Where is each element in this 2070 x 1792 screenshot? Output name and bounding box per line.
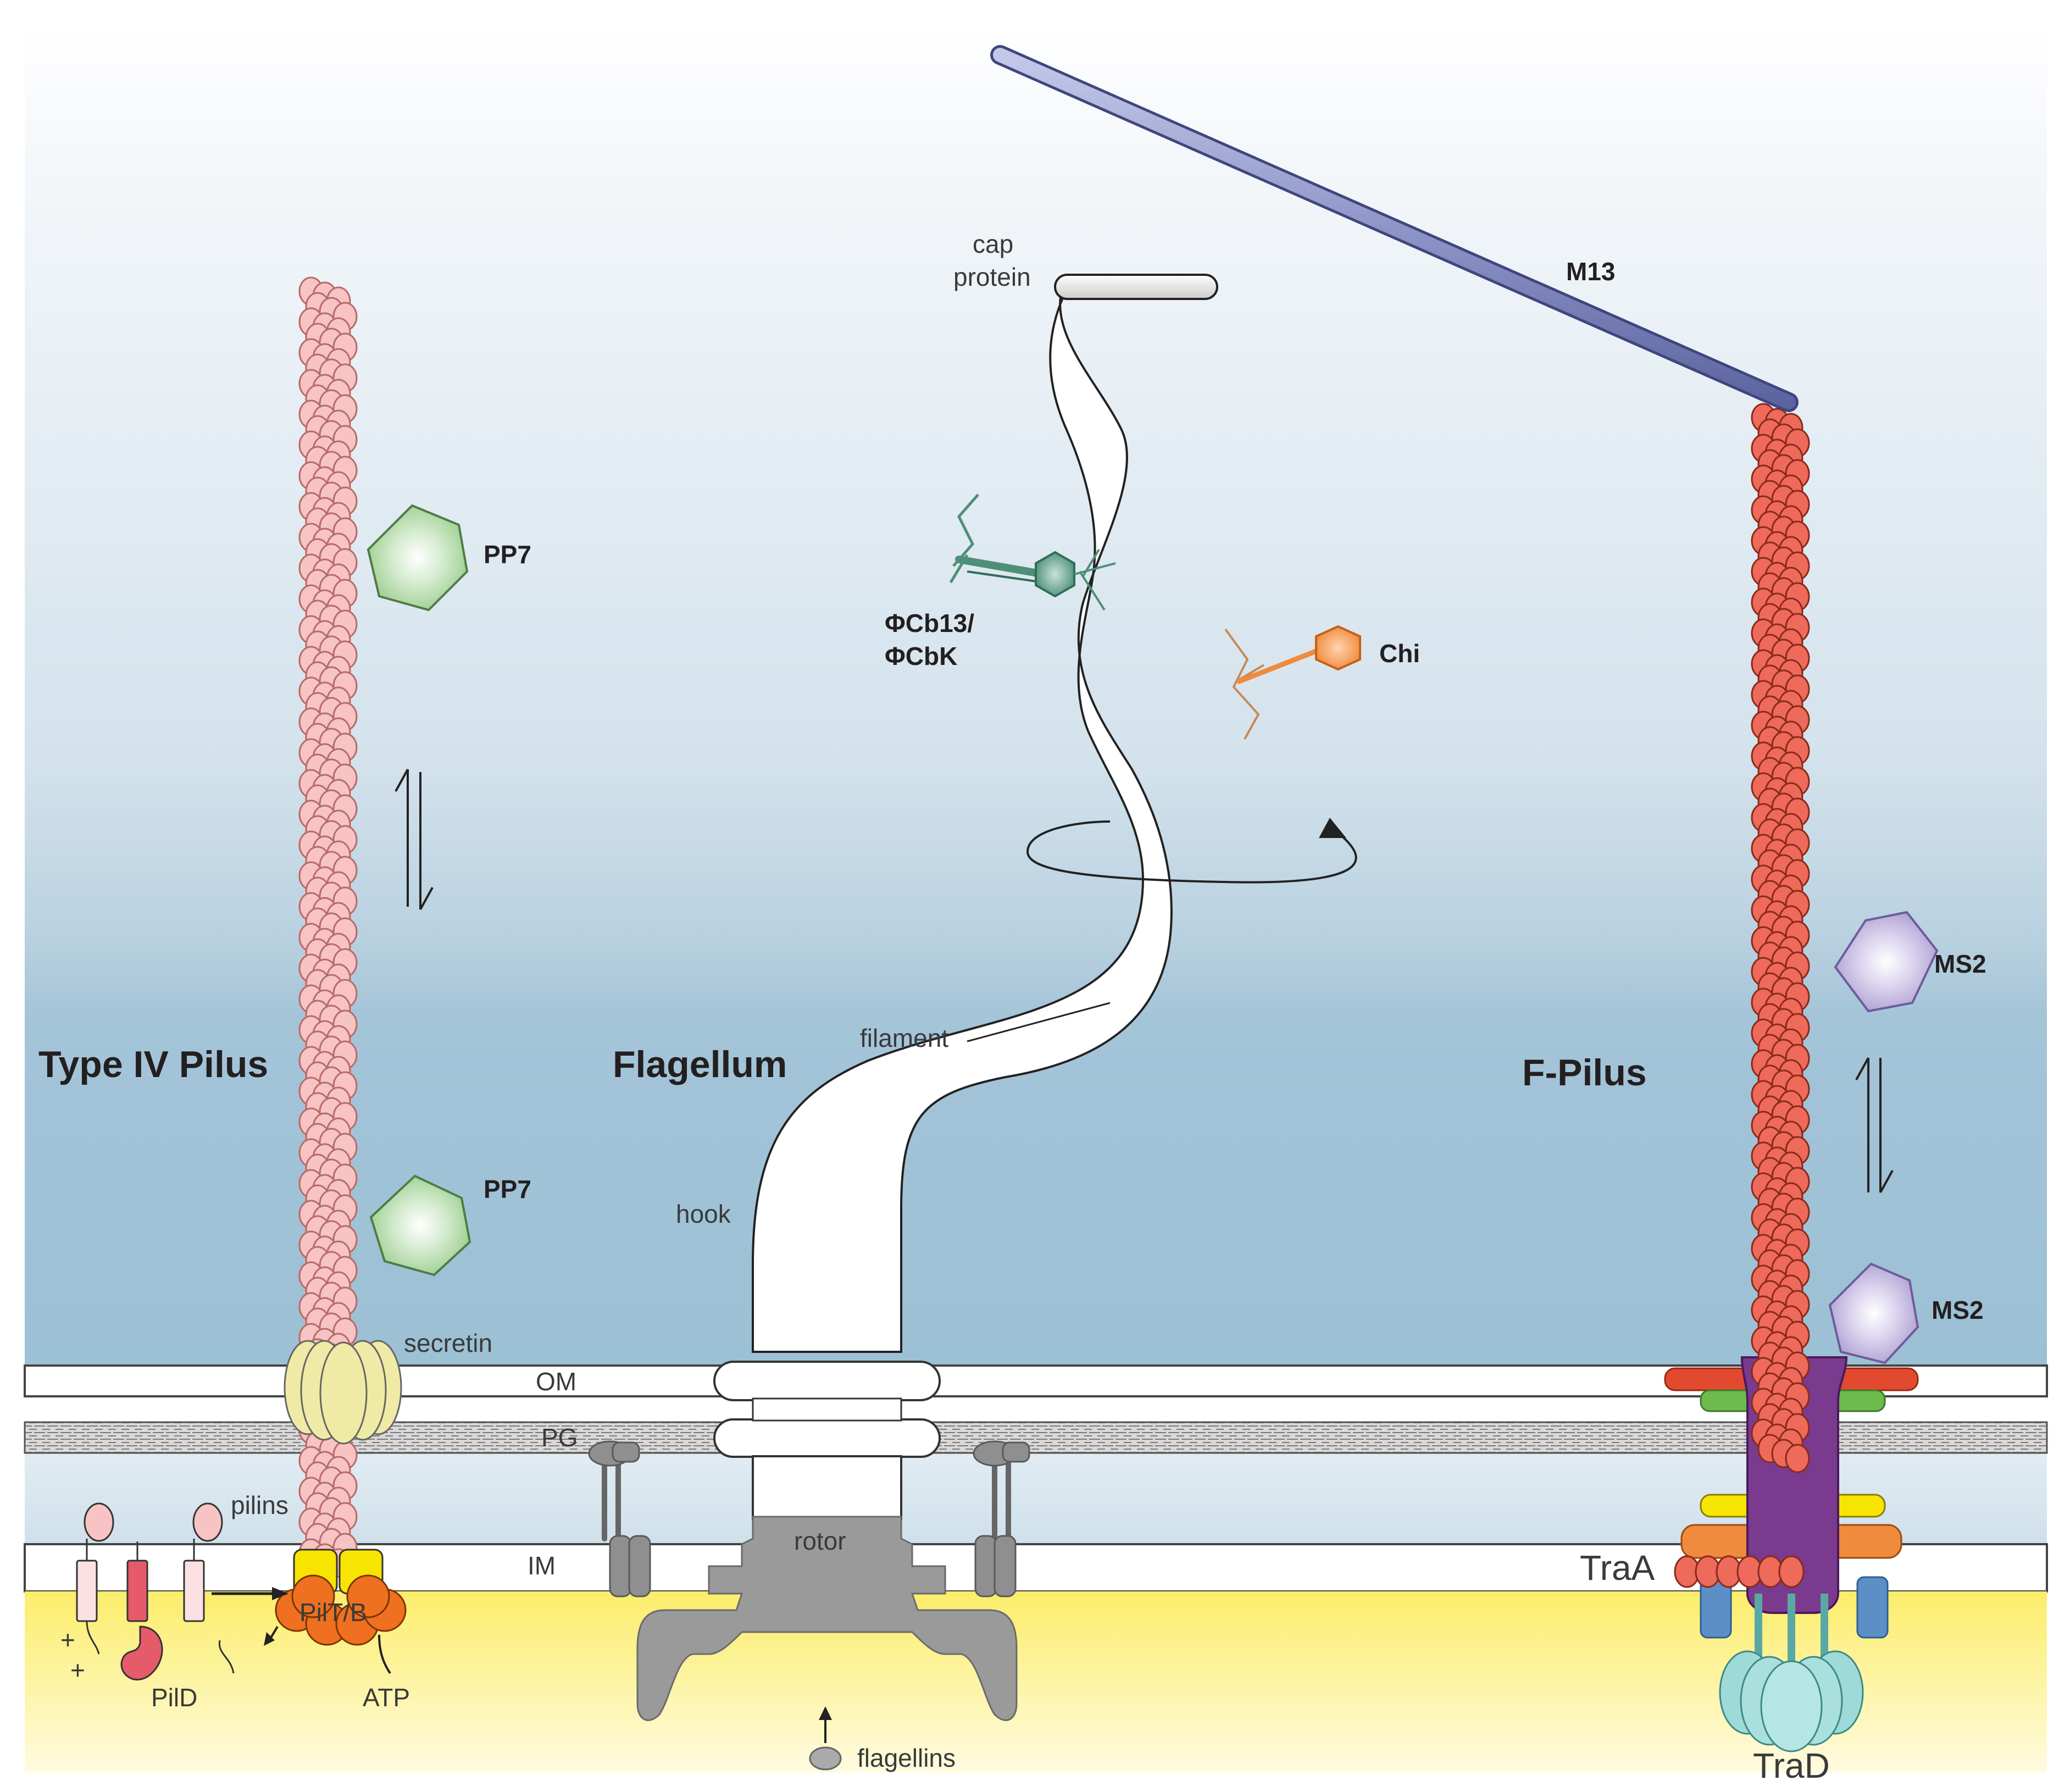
prepilin-3: [183, 1502, 235, 1674]
secretin-complex: [284, 1340, 402, 1445]
filament-leader-line: [967, 1002, 1111, 1042]
flagellum: [588, 274, 1357, 1771]
phicb-label-line1: ΦCb13/: [885, 609, 974, 637]
stator-left: [588, 1440, 651, 1597]
pp7-label-upper: PP7: [484, 540, 531, 569]
cap-protein: [1054, 274, 1218, 300]
basal-rod-lower: [752, 1455, 902, 1521]
pp7-label-lower: PP7: [484, 1175, 531, 1203]
flagellum-title: Flagellum: [613, 1044, 787, 1085]
flagellum-filament: [752, 296, 1173, 1353]
rotation-arrow: [1026, 820, 1357, 884]
pilD-label: PilD: [151, 1683, 197, 1712]
flagellar-rotor: [636, 1516, 1018, 1721]
trad-atpase: [1719, 1594, 1864, 1752]
m13-label: M13: [1566, 257, 1615, 286]
type-iv-pilus: [76, 276, 434, 1680]
ms2-label-lower: MS2: [1932, 1296, 1984, 1324]
traA-label: TraA: [1580, 1548, 1655, 1588]
extracellular-space: [25, 25, 2047, 1366]
pg-label: PG: [541, 1423, 578, 1452]
flagellins-label: flagellins: [857, 1744, 956, 1772]
pilT-atpase: [275, 1549, 407, 1646]
plus-charge-1: +: [60, 1625, 75, 1654]
cap-protein-label-line2: protein: [953, 263, 1031, 291]
phicb-label-line2: ΦCbK: [885, 642, 957, 670]
om-label: OM: [536, 1367, 576, 1396]
rotor-label: rotor: [794, 1527, 846, 1555]
extension-retraction-arrows: [395, 769, 434, 910]
phicb-phage: [949, 493, 1116, 611]
type-iv-pilus-fiber: [298, 276, 358, 1578]
hook-label: hook: [676, 1200, 731, 1228]
basal-rod: [752, 1397, 902, 1422]
pp7-phage-upper: [367, 504, 469, 612]
flagellin-export-arrow-head: [819, 1706, 832, 1720]
ms2-phage-upper: [1834, 911, 1939, 1013]
f-pilus-fiber: [1674, 403, 1810, 1588]
flagellin-subunit: [809, 1746, 842, 1771]
atp-label: ATP: [363, 1683, 410, 1712]
filament-label: filament: [860, 1024, 948, 1052]
ms2-label-upper: MS2: [1934, 950, 1986, 978]
pilD-peptidase: [120, 1625, 163, 1680]
f-pilin-subunit: [1785, 1444, 1810, 1473]
chi-phage: [1224, 625, 1361, 740]
pp7-phage-lower: [369, 1174, 471, 1277]
stator-right: [973, 1440, 1030, 1597]
im-label: IM: [528, 1551, 556, 1580]
peptidoglycan-layer: [24, 1421, 2048, 1454]
m13-phage-highlight: [993, 48, 1796, 409]
plus-charge-2: +: [70, 1656, 85, 1684]
basal-ring-om: [713, 1361, 941, 1401]
ms2-phage-lower: [1828, 1262, 1919, 1364]
chi-label: Chi: [1379, 639, 1420, 668]
rotation-arrow-head: [1319, 818, 1346, 838]
pilins-label: pilins: [231, 1491, 288, 1519]
f-pilus-extension-retraction-arrows: [1855, 1057, 1894, 1193]
prepilin-2: [120, 1541, 163, 1680]
traD-label: TraD: [1753, 1746, 1830, 1785]
basal-ring-pg: [713, 1418, 941, 1458]
chi-phage-head: [1315, 625, 1361, 671]
secretin-label: secretin: [404, 1329, 492, 1357]
traA-pilin-subunit: [1778, 1555, 1805, 1588]
f-pilus: [1664, 403, 1919, 1752]
f-pilus-title: F-Pilus: [1522, 1052, 1647, 1094]
pilT-label: PilT/B: [299, 1598, 367, 1627]
type-iv-pilus-title: Type IV Pilus: [38, 1044, 268, 1085]
phicb-phage-head: [1035, 551, 1075, 598]
cap-protein-label-line1: cap: [973, 230, 1013, 258]
prepilin-1: [76, 1502, 114, 1655]
